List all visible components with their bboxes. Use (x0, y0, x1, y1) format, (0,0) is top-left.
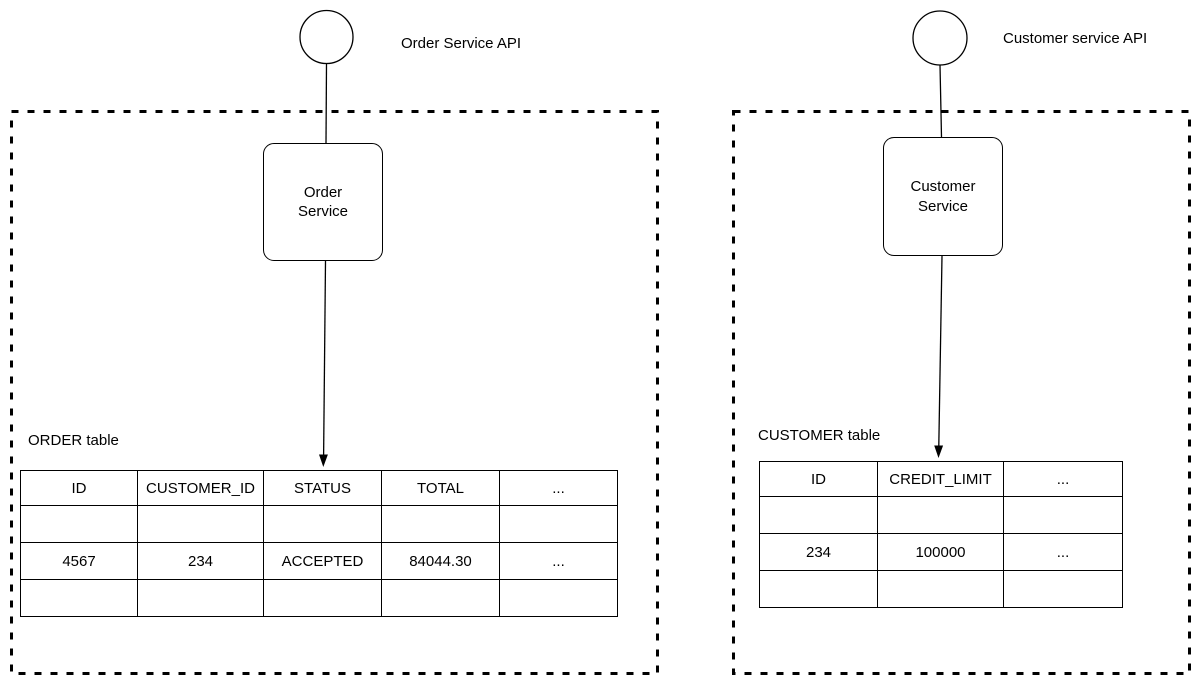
customer-db-arrowhead-icon (934, 445, 944, 458)
order-api-label: Order Service API (401, 35, 522, 52)
table-cell (877, 496, 1004, 534)
order-service-box-label: Order Service (297, 183, 349, 221)
order-table-label: ORDER table (28, 432, 119, 449)
table-cell (759, 496, 878, 534)
order-api-endpoint-icon (299, 9, 354, 65)
order-db-arrowhead-icon (319, 454, 328, 467)
order-api-connector-line (325, 63, 328, 144)
table-cell (1003, 496, 1123, 534)
table-cell: ... (499, 542, 618, 580)
table-cell: ... (1003, 533, 1123, 571)
table-cell: ACCEPTED (263, 542, 382, 580)
table-cell (381, 505, 500, 543)
table-cell (759, 570, 878, 608)
customer-db-arrow-line (938, 255, 943, 447)
customer-api-connector-line (939, 64, 943, 138)
order-service-boundary (10, 110, 659, 675)
customer-api-endpoint-icon (912, 10, 968, 66)
column-header-total: TOTAL (381, 470, 500, 506)
table-cell (20, 579, 138, 617)
table-cell: 234 (759, 533, 878, 571)
customer-service-box-label: Customer Service (910, 178, 976, 215)
table-cell (137, 505, 264, 543)
table-cell: 234 (137, 542, 264, 580)
table-cell (137, 579, 264, 617)
table-cell (381, 579, 500, 617)
customer-service-box: Customer Service (883, 137, 1003, 256)
table-row: 4567 234 ACCEPTED 84044.30 ... (20, 542, 618, 580)
table-cell (263, 579, 382, 617)
customer-table-label: CUSTOMER table (758, 427, 881, 444)
customer-table-header-row: ID CREDIT_LIMIT ... (759, 461, 1123, 497)
column-header-status: STATUS (263, 470, 382, 506)
table-row (20, 505, 618, 543)
column-header-id: ID (20, 470, 138, 506)
column-header-ellipsis: ... (1003, 461, 1123, 497)
customer-service-boundary (732, 110, 1191, 675)
customer-table: ID CREDIT_LIMIT ... 234 100000 ... (759, 461, 1123, 608)
table-row (759, 570, 1123, 608)
column-header-credit-limit: CREDIT_LIMIT (877, 461, 1004, 497)
order-service-box: Order Service (263, 143, 383, 261)
table-row (759, 496, 1123, 534)
table-cell: 100000 (877, 533, 1004, 571)
table-cell: 4567 (20, 542, 138, 580)
table-cell (499, 505, 618, 543)
column-header-id: ID (759, 461, 878, 497)
table-cell (263, 505, 382, 543)
order-table-header-row: ID CUSTOMER_ID STATUS TOTAL ... (20, 470, 618, 506)
order-db-arrow-line (322, 260, 327, 457)
table-cell (499, 579, 618, 617)
table-cell (1003, 570, 1123, 608)
table-row: 234 100000 ... (759, 533, 1123, 571)
table-cell: 84044.30 (381, 542, 500, 580)
table-cell (20, 505, 138, 543)
column-header-customer-id: CUSTOMER_ID (137, 470, 264, 506)
table-row (20, 579, 618, 617)
customer-api-label: Customer service API (1003, 30, 1148, 47)
order-table: ID CUSTOMER_ID STATUS TOTAL ... 4567 234… (20, 470, 618, 617)
column-header-ellipsis: ... (499, 470, 618, 506)
table-cell (877, 570, 1004, 608)
